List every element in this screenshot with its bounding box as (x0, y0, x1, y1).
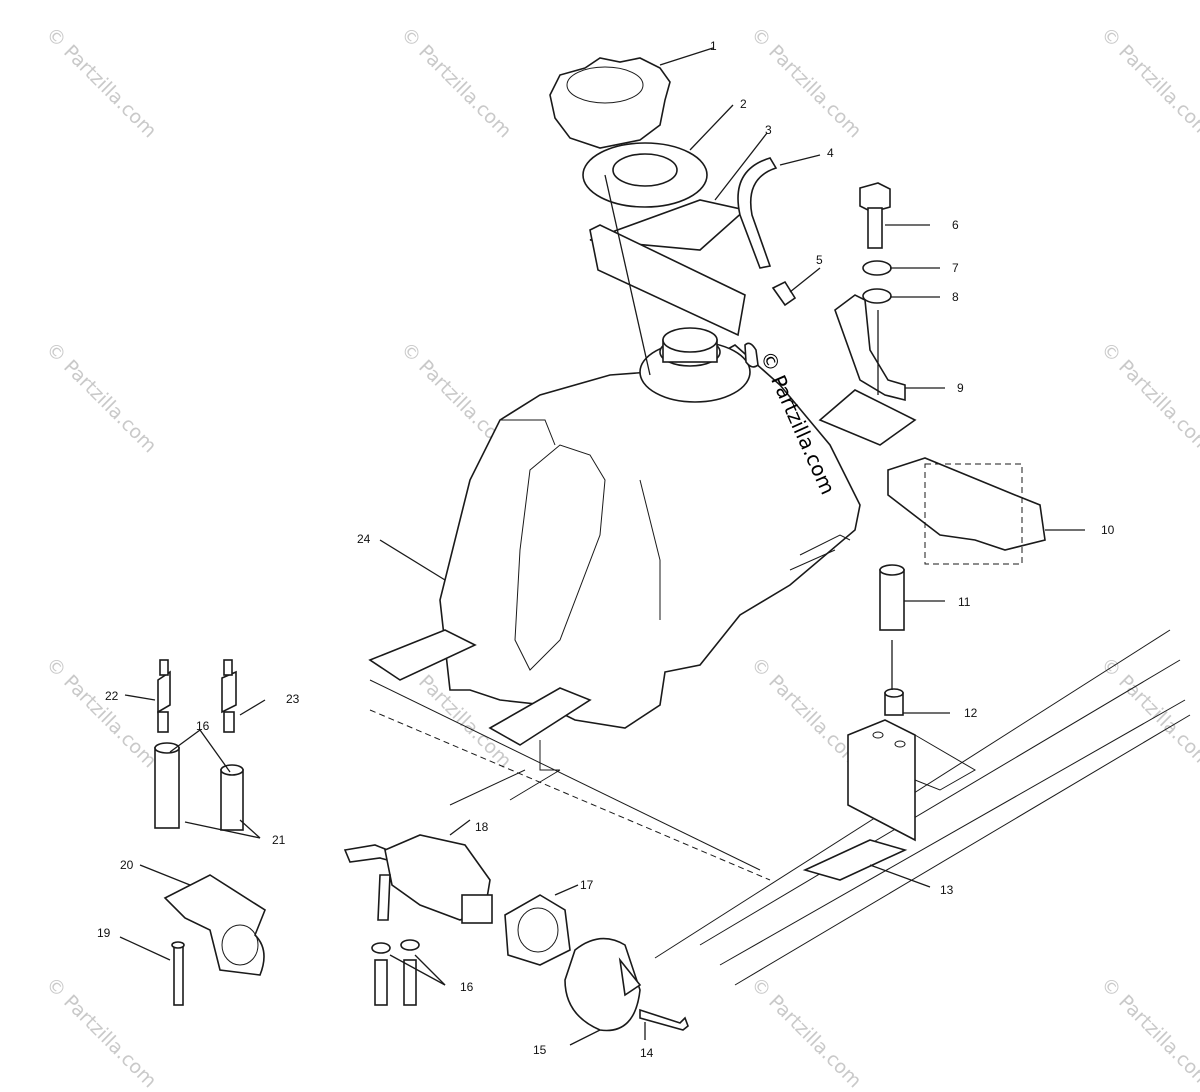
hose-fittings (157, 659, 237, 733)
watermark: © Partzilla.com (1096, 973, 1200, 1092)
callout-15: 15 (533, 1043, 547, 1057)
callout-16-lower: 16 (460, 980, 474, 994)
lower-hoses (371, 939, 420, 1006)
callout-13: 13 (940, 883, 954, 897)
fuel-hoses (154, 742, 244, 831)
callout-4: 4 (827, 146, 834, 160)
callout-17: 17 (580, 878, 594, 892)
foam-pad (589, 199, 747, 337)
callout-24: 24 (357, 532, 371, 546)
frame-bracket (847, 719, 976, 842)
callout-labels: 1 2 3 4 5 6 7 8 9 10 11 12 13 14 15 16 1… (97, 39, 1115, 1060)
filter-cover (564, 937, 689, 1032)
callout-19: 19 (97, 926, 111, 940)
fuel-tank (439, 327, 861, 729)
callout-9: 9 (957, 381, 964, 395)
callout-18: 18 (475, 820, 489, 834)
watermark: © Partzilla.com (1096, 23, 1200, 142)
hex-nut (504, 894, 571, 966)
watermark: © Partzilla.com (41, 653, 160, 772)
vent-hose (737, 157, 778, 269)
callout-5: 5 (816, 253, 823, 267)
watermark: © Partzilla.com (1096, 653, 1200, 772)
callout-7: 7 (952, 261, 959, 275)
callout-11: 11 (958, 595, 971, 609)
tank-straps (368, 629, 592, 746)
callout-1: 1 (710, 39, 717, 53)
vent-fitting (771, 280, 797, 307)
callout-22: 22 (105, 689, 119, 703)
leader-lines (119, 47, 1085, 1046)
watermark: © Partzilla.com (396, 23, 515, 142)
callout-12: 12 (964, 706, 978, 720)
fuel-filter (343, 834, 493, 924)
watermark: © Partzilla.com (1096, 338, 1200, 457)
watermark: © Partzilla.com (41, 23, 160, 142)
callout-3: 3 (765, 123, 772, 137)
callout-14: 14 (640, 1046, 654, 1060)
frame-decal (802, 839, 908, 881)
callout-10: 10 (1101, 523, 1115, 537)
callout-21: 21 (272, 833, 286, 847)
cap-gasket (582, 142, 708, 208)
support-block (887, 457, 1046, 565)
callout-20: 20 (120, 858, 134, 872)
watermark: © Partzilla.com (746, 973, 865, 1092)
bolt-stack (859, 182, 892, 304)
callout-8: 8 (952, 290, 959, 304)
spacer-tube (879, 564, 905, 716)
mount-bracket (818, 294, 917, 446)
fuel-cap (549, 57, 671, 149)
callout-16-upper: 16 (196, 719, 210, 733)
callout-6: 6 (952, 218, 959, 232)
frame-rails (369, 629, 1191, 986)
watermark: © Partzilla.com (41, 973, 160, 1092)
watermark: © Partzilla.com (41, 338, 160, 457)
callout-23: 23 (286, 692, 300, 706)
callout-2: 2 (740, 97, 747, 111)
filter-clamp (163, 874, 266, 1006)
